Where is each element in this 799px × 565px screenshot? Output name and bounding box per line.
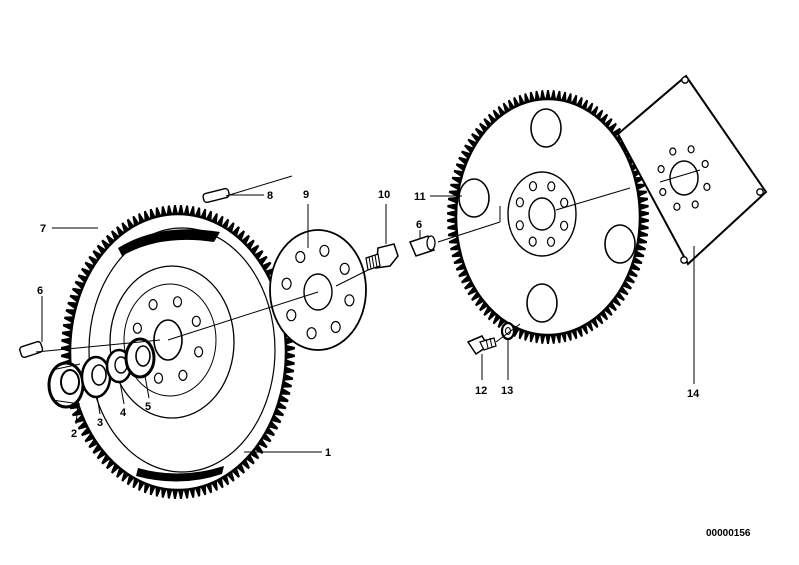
bolt-hole: [148, 299, 158, 311]
callout-6-upper: 6: [416, 219, 422, 231]
dowel-sleeve-end: [426, 235, 436, 251]
bolt-hole: [515, 197, 525, 208]
bolt-hole: [673, 202, 681, 211]
hex-bolt-thread-marks: [368, 254, 378, 270]
callout-10: 10: [378, 189, 390, 201]
callout-13: 13: [501, 385, 513, 397]
callout-7: 7: [40, 223, 46, 235]
bolt-hole: [659, 187, 667, 197]
dowel-pin-left[interactable]: [19, 340, 44, 359]
bolt-hole: [528, 236, 537, 247]
reinforcement-plate-bolt-holes: [657, 145, 711, 211]
screw[interactable]: [466, 335, 497, 356]
spacer-plate-holes: [281, 244, 355, 340]
bolt-hole: [306, 327, 317, 340]
bolt-hole: [330, 320, 341, 334]
bolt-hole: [657, 165, 665, 174]
bolt-hole: [191, 315, 201, 327]
bolt-hole: [344, 294, 355, 307]
callout-3: 3: [97, 417, 103, 429]
flywheel[interactable]: [61, 205, 295, 499]
flywheel-rim-shadow-lower: [136, 466, 224, 482]
bolt-hole: [703, 182, 711, 191]
pilot-bearing-inner: [60, 369, 80, 395]
callout-2: 2: [71, 428, 77, 440]
dowel-pin-top-body: [202, 187, 230, 204]
dowel-pin-top[interactable]: [202, 187, 230, 204]
bolt-hole: [178, 369, 188, 381]
bolt-hole: [687, 145, 695, 154]
bolt-hole: [281, 277, 292, 290]
bolt-hole: [153, 372, 164, 384]
callout-9: 9: [303, 189, 309, 201]
callout-8: 8: [267, 190, 273, 202]
reinforcement-plate-center: [669, 160, 699, 196]
assembly-axis-lines: [35, 169, 701, 353]
drive-plate-window-left: [458, 178, 490, 218]
bolt-hole: [528, 181, 538, 192]
drive-plate-window-right: [604, 224, 636, 264]
screw-thread-marks: [485, 337, 493, 349]
drive-plate-center: [528, 197, 556, 231]
sealing-ring-inner: [135, 345, 151, 367]
reinforcement-plate[interactable]: [616, 74, 768, 266]
bolt-hole: [295, 250, 306, 264]
spacer-ring[interactable]: [80, 355, 112, 399]
spacer-ring-inner: [91, 364, 107, 386]
callout-4: 4: [120, 407, 127, 419]
sealing-ring[interactable]: [124, 337, 156, 379]
callout-11: 11: [414, 191, 426, 203]
bolt-hole: [319, 244, 330, 257]
flywheel-inner-rim: [88, 227, 276, 473]
pilot-bearing-side: [51, 363, 81, 405]
bolt-hole: [515, 220, 524, 231]
leader-lines: [41, 194, 695, 453]
bolt-hole: [547, 181, 556, 192]
callout-labels: 1 2 3 4 5 6 6 7 8 9 10 11 12 13 14: [37, 189, 700, 459]
reinforcement-plate-corner-hole: [681, 76, 689, 84]
reinforcement-plate-corner-hole: [680, 256, 688, 264]
flywheel-rim-shadow: [118, 229, 220, 256]
drive-plate[interactable]: [447, 90, 649, 344]
drive-plate-window-top: [530, 108, 562, 148]
reinforcement-plate-corner-hole: [756, 188, 764, 196]
callout-1: 1: [325, 447, 331, 459]
needle-bearing[interactable]: [105, 348, 133, 384]
flywheel-hub-face: [109, 265, 235, 419]
bolt-hole: [172, 296, 183, 308]
bolt-hole: [286, 309, 297, 322]
bolt-hole: [559, 220, 569, 231]
callout-14: 14: [687, 388, 700, 400]
flywheel-hub-inner: [123, 283, 217, 397]
pilot-bearing[interactable]: [47, 361, 85, 409]
bolt-hole: [691, 200, 699, 209]
drive-plate-window-bottom: [526, 283, 558, 323]
callout-12: 12: [475, 385, 487, 397]
bolt-hole: [194, 346, 204, 358]
bolt-hole: [701, 159, 709, 169]
callout-6-left: 6: [37, 285, 43, 297]
drive-plate-bolt-holes: [515, 181, 569, 247]
spacer-plate[interactable]: [269, 229, 367, 351]
dowel-pin-left-body: [19, 340, 44, 359]
callout-5: 5: [145, 401, 151, 413]
document-id: 00000156: [706, 528, 751, 539]
bolt-hole: [546, 236, 556, 247]
dowel-sleeve[interactable]: [408, 235, 436, 257]
hex-bolt[interactable]: [365, 243, 399, 271]
bolt-hole: [132, 322, 142, 334]
bolt-hole: [669, 147, 677, 156]
bolt-hole: [560, 197, 569, 208]
drive-plate-hub: [507, 171, 577, 257]
bolt-hole: [339, 262, 350, 275]
